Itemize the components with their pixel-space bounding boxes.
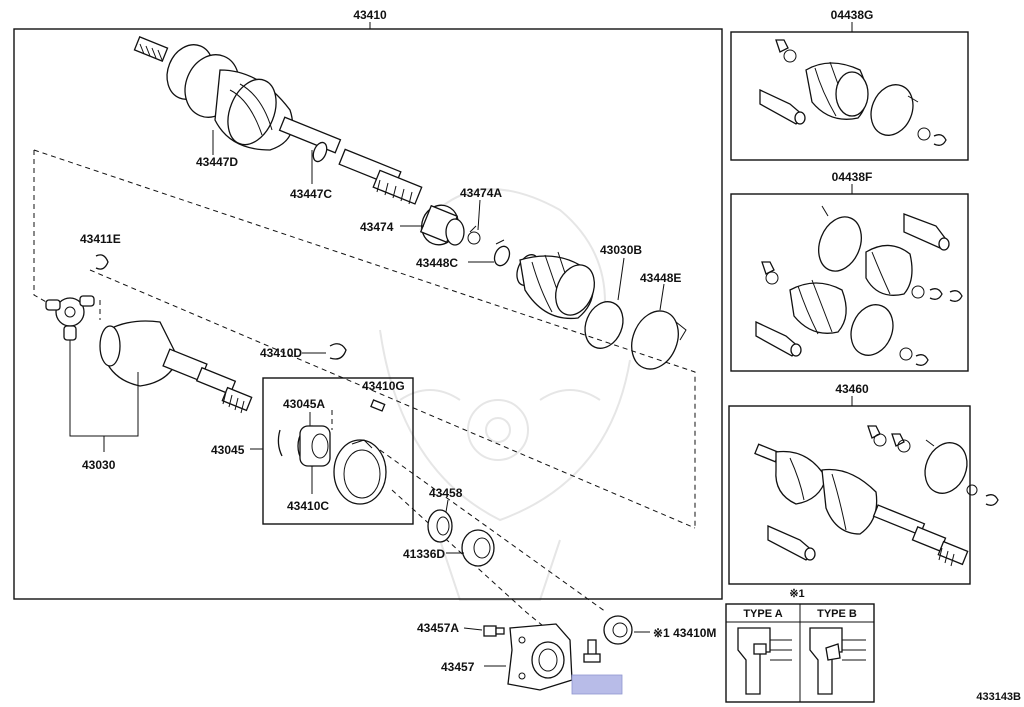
leader-43474A <box>477 199 481 231</box>
label-43410D: 43410D <box>260 346 302 360</box>
label-43410M: ※1 43410M <box>653 626 716 640</box>
label-43410C: 43410C <box>287 499 329 513</box>
retaining-ring <box>277 429 283 457</box>
label-41336D: 41336D <box>403 547 445 561</box>
bearing-bracket-43457 <box>507 623 573 691</box>
note-mark-label: ※1 <box>789 588 804 600</box>
drive-shaft-outer-joint <box>133 36 423 205</box>
kit-04438G-parts <box>759 39 947 146</box>
watermark-emblem <box>379 188 631 601</box>
dust-seal-43458 <box>427 509 453 543</box>
label-43474: 43474 <box>360 220 394 234</box>
type-b-label: TYPE B <box>817 608 857 620</box>
bearing-43410C <box>297 425 331 467</box>
main-assembly-frame <box>13 28 723 600</box>
label-43411E: 43411E <box>80 232 121 246</box>
inner-joint-boot <box>516 251 595 320</box>
assembly-43460-parts <box>754 425 999 567</box>
leader-43448E <box>659 283 665 311</box>
label-43030: 43030 <box>82 458 116 472</box>
seal-43410M <box>603 615 633 645</box>
bolt-43457A <box>483 625 505 637</box>
kit-04438F-label: 04438F <box>832 170 873 184</box>
boot-clamp-small <box>493 239 511 267</box>
guide-dash-top <box>33 149 696 528</box>
label-43458: 43458 <box>429 486 463 500</box>
type-a-label: TYPE A <box>743 608 782 620</box>
leader-43458 <box>445 499 449 513</box>
kit-04438G-frame <box>730 31 969 161</box>
snap-ring-43411E <box>95 254 109 270</box>
label-43447C: 43447C <box>290 187 332 201</box>
type-b-section <box>809 627 866 695</box>
inner-joint-housing <box>99 320 253 414</box>
kit-04438G-label: 04438G <box>831 8 874 22</box>
label-43045A: 43045A <box>283 397 325 411</box>
bracket-bolt <box>583 639 601 663</box>
pin-43410G <box>370 399 386 412</box>
dynamic-damper <box>419 204 481 246</box>
label-43447D: 43447D <box>196 155 238 169</box>
bearing-kit-frame <box>262 377 414 525</box>
main-assembly-label: 43410 <box>353 8 387 22</box>
label-43457A: 43457A <box>417 621 459 635</box>
bearing-bracket <box>333 439 387 505</box>
kit-04438F-parts <box>755 205 963 366</box>
kit-04438F-frame <box>730 193 969 372</box>
label-43474A: 43474A <box>460 186 502 200</box>
label-43045: 43045 <box>211 443 245 457</box>
assembly-43460-label: 43460 <box>835 382 869 396</box>
type-a-section <box>737 627 792 695</box>
label-43448E: 43448E <box>640 271 681 285</box>
label-43030B: 43030B <box>600 243 642 257</box>
diagram-id-label: 433143B <box>976 691 1021 703</box>
label-43448C: 43448C <box>416 256 458 270</box>
leader-43457A <box>463 627 483 631</box>
tripod-joint <box>45 295 95 341</box>
guide-dash-left <box>33 150 49 304</box>
leader-43030B <box>617 257 625 301</box>
guide-dash-seal <box>379 449 607 613</box>
boot-clamp-large <box>631 310 687 370</box>
label-43457: 43457 <box>441 660 475 674</box>
snap-ring-43410D <box>329 343 347 360</box>
boot-ring <box>584 301 624 349</box>
guide-dash-mid <box>89 269 696 529</box>
highlight-marker <box>571 674 623 695</box>
oil-seal-41336D <box>461 529 495 567</box>
label-43410G: 43410G <box>362 379 405 393</box>
